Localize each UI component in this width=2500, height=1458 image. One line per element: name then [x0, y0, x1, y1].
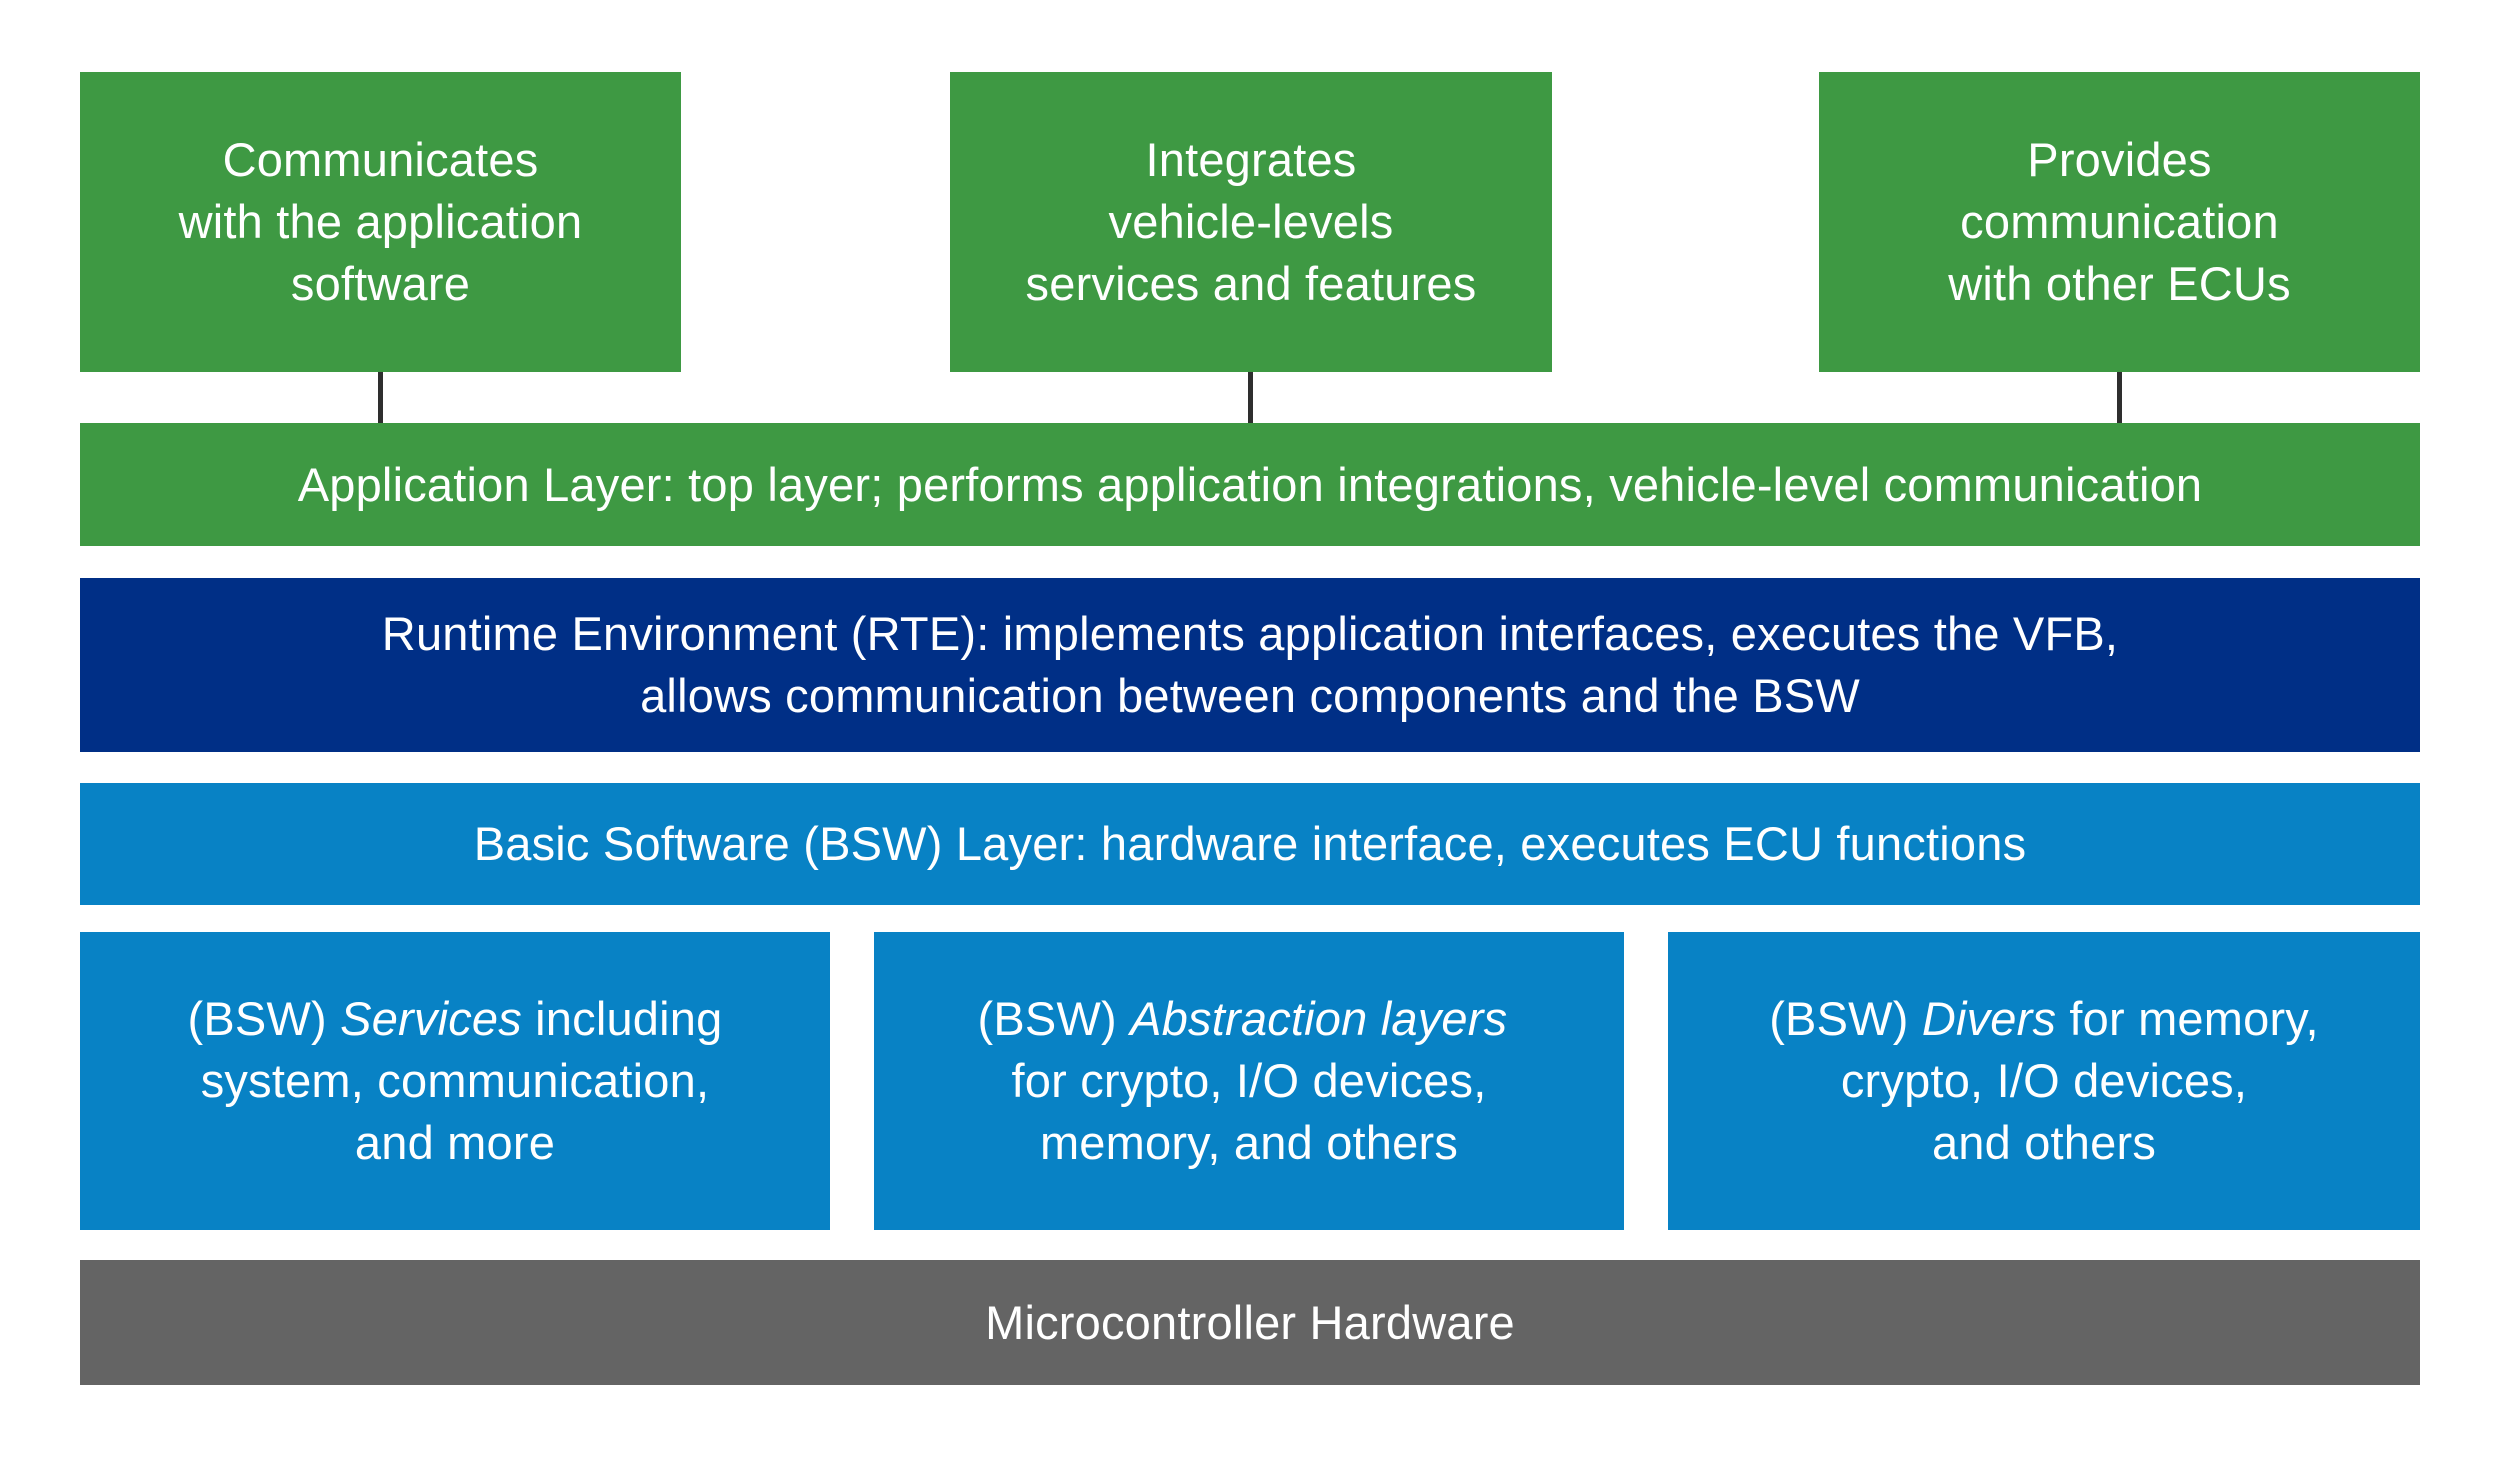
- layer-bar-microcontroller-hardware: Microcontroller Hardware: [80, 1260, 2420, 1385]
- layer-bar-application-label: Application Layer: top layer; performs a…: [297, 457, 2203, 511]
- layer-bar-microcontroller-hardware-label: Microcontroller Hardware: [985, 1295, 1515, 1349]
- layer-bar-runtime-environment: Runtime Environment (RTE): implements ap…: [80, 578, 2420, 752]
- connector-line-center: [1248, 372, 1253, 423]
- layer-bar-basic-software-label: Basic Software (BSW) Layer: hardware int…: [473, 817, 2027, 870]
- layer-bar-application: Application Layer: top layer; performs a…: [80, 423, 2420, 546]
- connector-line-left: [378, 372, 383, 423]
- connector-line-right: [2117, 372, 2122, 423]
- layer-bar-basic-software: Basic Software (BSW) Layer: hardware int…: [80, 783, 2420, 905]
